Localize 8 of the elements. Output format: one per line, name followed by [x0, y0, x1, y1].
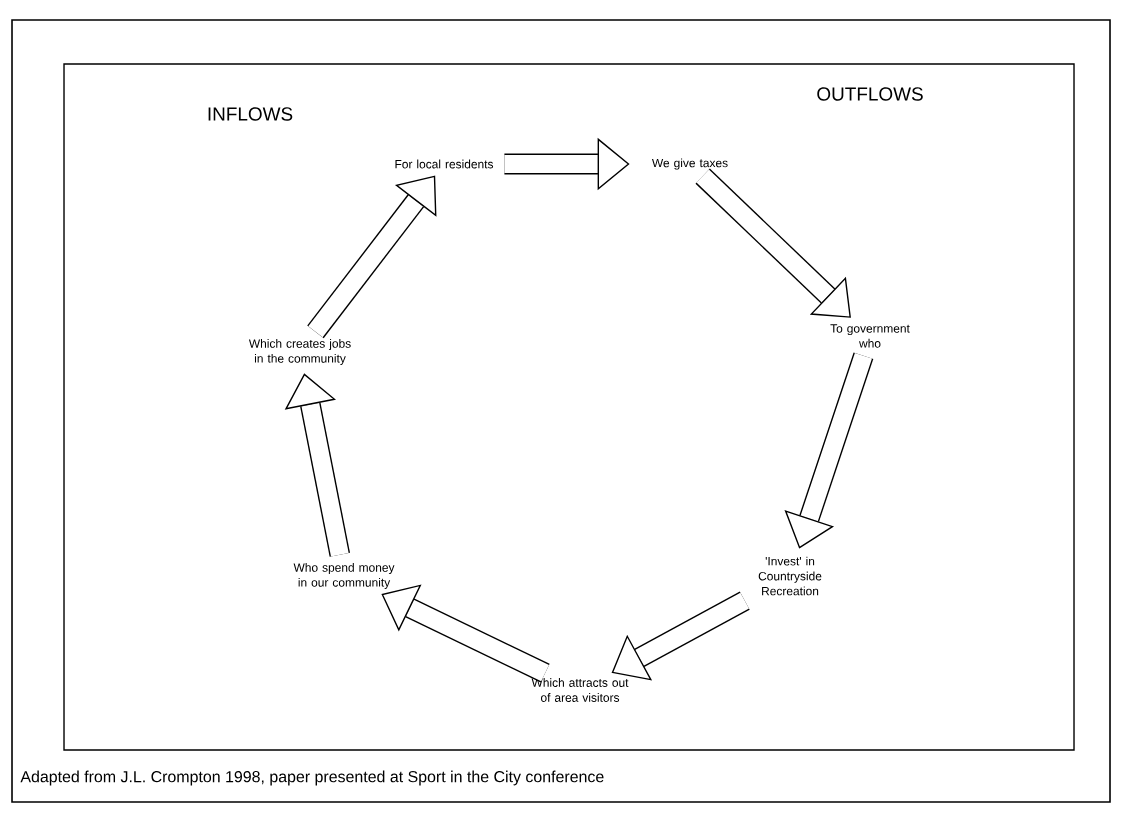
- block-arrow: [307, 175, 437, 339]
- section-heading: OUTFLOWS: [817, 87, 923, 101]
- block-arrow: [784, 352, 874, 549]
- block-arrow: [381, 584, 550, 683]
- block-arrow: [611, 591, 750, 681]
- section-heading: INFLOWS: [208, 107, 293, 121]
- block-arrow: [284, 373, 350, 557]
- block-arrow: [695, 168, 851, 318]
